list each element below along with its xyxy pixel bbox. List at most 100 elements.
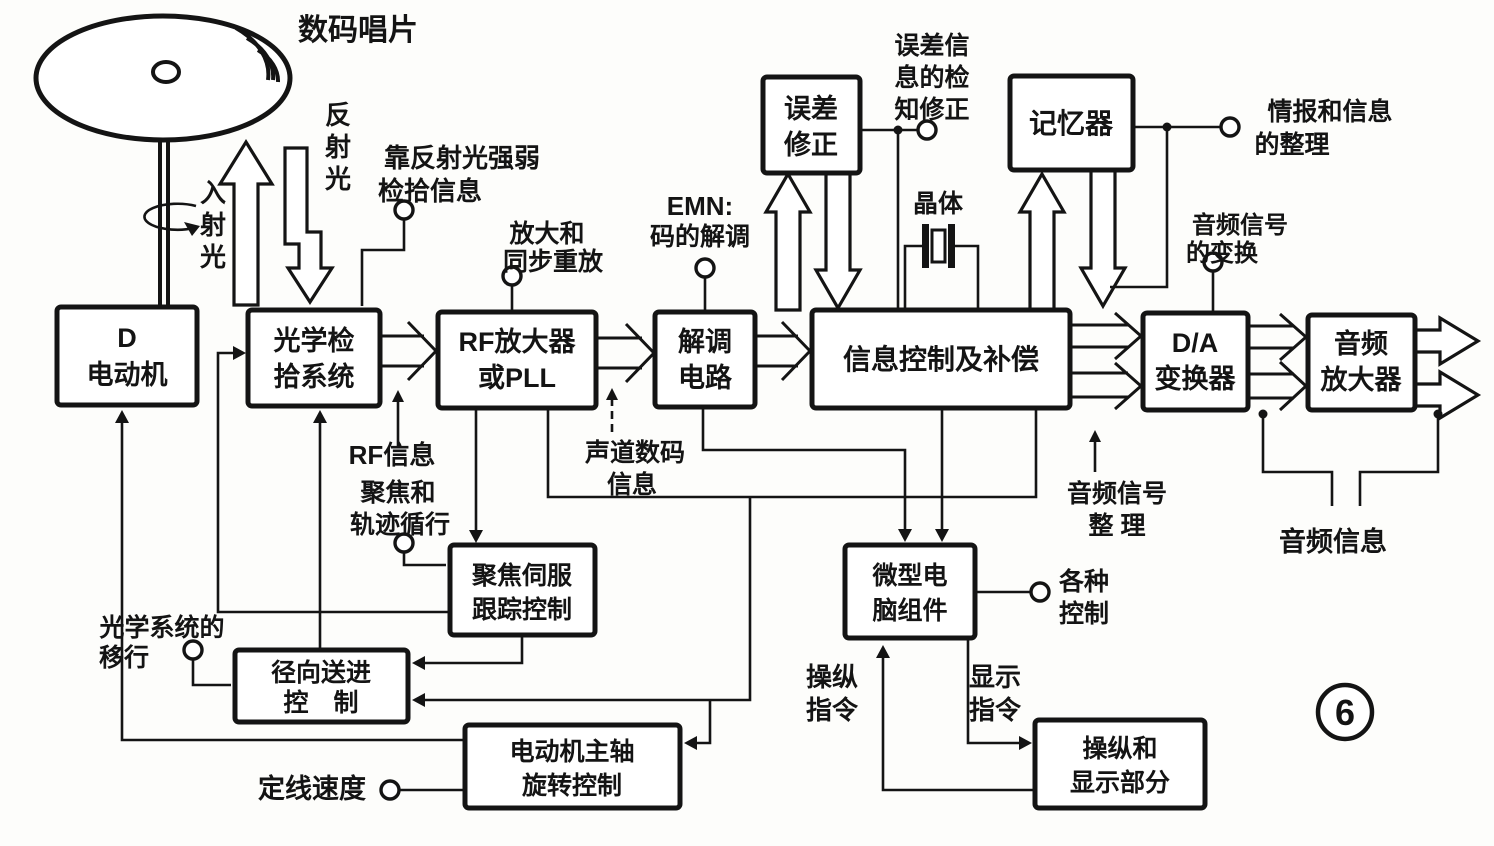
error-info-label: 息的检 (894, 63, 969, 92)
node-info-control: 信息控制及补偿 (809, 307, 1073, 411)
node-label: 记忆器 (1029, 108, 1114, 139)
audio-output-arrow-upper (1413, 315, 1482, 367)
error-down-arrow (813, 171, 863, 312)
node-demodulator: 解调 电路 (652, 309, 758, 410)
node-spindle-control: 电动机主轴 旋转控制 (462, 722, 683, 811)
node-error-correction: 误差 修正 (760, 74, 863, 176)
various-control-label: 各种 (1058, 567, 1109, 596)
clv-label: 定线速度 (258, 773, 366, 804)
error-info-label: 知修正 (894, 95, 969, 124)
demod-to-main-arrow (756, 320, 813, 382)
terminal-clv (379, 779, 401, 801)
spindle-shaft (158, 138, 170, 307)
node-label: 径向送进 (271, 658, 371, 687)
node-label: 聚焦伺服 (471, 561, 573, 590)
terminal-memory-info (1219, 116, 1241, 138)
servo-and-feedback-wires (120, 125, 1440, 792)
main-to-da-arrow-upper (1070, 311, 1144, 361)
terminal-pickup-info (393, 199, 415, 221)
pickup-to-rf-arrow (380, 320, 439, 382)
crystal-symbol (922, 224, 955, 268)
junction-dot (1433, 409, 1443, 419)
node-label: D/A (1172, 328, 1219, 358)
rotation-arrowhead (184, 222, 200, 236)
node-label: RF放大器 (459, 326, 577, 357)
node-label: 微型电 (871, 562, 947, 590)
error-up-arrow (763, 170, 813, 312)
terminal-focus-track (393, 532, 415, 554)
node-label: 控 制 (283, 689, 358, 717)
digital-disc (33, 13, 293, 307)
node-label: 电动机 (87, 360, 168, 390)
channel-data-label: 信息 (607, 470, 657, 499)
reflected-light-label: 反 (325, 100, 351, 130)
audio-sort-label: 整 理 (1089, 512, 1146, 540)
display-cmd-label: 显示 (969, 662, 1021, 692)
junction-dot (1258, 409, 1268, 419)
node-label: 电动机主轴 (509, 737, 634, 766)
reflected-light-label: 射 (324, 132, 351, 162)
node-label: 或PLL (478, 363, 556, 393)
disc-label: 数码唱片 (298, 14, 418, 47)
da-to-amp-arrow-lower (1248, 360, 1309, 412)
memory-info-label: 情报和信息 (1267, 97, 1392, 126)
terminal-error-info (916, 119, 938, 141)
focus-track-label: 轨迹循行 (350, 510, 450, 539)
node-label: 修正 (783, 130, 838, 160)
focus-track-label: 聚焦和 (359, 478, 435, 507)
node-label: 变换器 (1155, 363, 1237, 394)
node-label: 脑组件 (872, 596, 947, 625)
figure-number-text: 6 (1335, 692, 1355, 733)
node-label: 解调 (678, 327, 732, 357)
optical-move-label: 光学系统的 (98, 613, 224, 642)
node-label: 显示部分 (1070, 768, 1170, 797)
node-label: 放大器 (1320, 364, 1403, 395)
node-label: 信息控制及补偿 (843, 343, 1039, 375)
node-optical-pickup: 光学检 拾系统 (245, 307, 383, 409)
operate-cmd-label: 指令 (806, 695, 859, 725)
pickup-info-label: 靠反射光强弱 (384, 143, 540, 173)
node-focus-servo: 聚焦伺服 跟踪控制 (447, 542, 598, 638)
figure-number: 6 (1315, 682, 1375, 742)
node-memory: 记忆器 (1007, 73, 1136, 173)
audio-conv-label: 的变换 (1186, 239, 1259, 267)
terminal-audio-conv (1202, 251, 1224, 273)
various-control-label: 控制 (1059, 600, 1109, 628)
incident-light-label: 射 (199, 210, 226, 240)
da-to-amp-arrow-upper (1248, 312, 1309, 362)
node-audio-amplifier: 音频 放大器 (1305, 312, 1418, 413)
audio-conv-label: 音频信号 (1192, 211, 1288, 239)
junction-dot (893, 125, 903, 135)
audio-sort-label: 音频信号 (1067, 479, 1167, 508)
audio-info-label: 音频信息 (1279, 526, 1387, 557)
optical-move-label: 移行 (99, 644, 149, 672)
main-to-da-arrow-lower (1070, 361, 1144, 411)
node-radial-feed: 径向送进 控 制 (232, 647, 411, 725)
node-label: 误差 (784, 93, 838, 124)
memory-down-arrow (1078, 168, 1128, 310)
reflected-light-label: 光 (324, 164, 351, 194)
incident-light-label: 光 (199, 242, 226, 272)
incident-light-label: 入 (200, 178, 226, 208)
terminal-circles (182, 116, 1443, 801)
node-label: 跟踪控制 (472, 595, 572, 624)
node-microcomputer: 微型电 脑组件 (842, 542, 978, 641)
disc-grooves (235, 26, 281, 83)
node-label: D (117, 323, 137, 353)
node-label: 拾系统 (274, 361, 355, 392)
memory-info-label: 的整理 (1254, 130, 1329, 159)
channel-data-label: 声道数码 (585, 438, 685, 467)
node-rf-amplifier: RF放大器 或PLL (435, 309, 599, 411)
error-info-label: 误差信 (894, 31, 969, 60)
emn-label: 码的解调 (650, 222, 750, 251)
node-da-converter: D/A 变换器 (1140, 310, 1251, 413)
amp-sync-label: 同步重放 (503, 247, 604, 276)
node-label: 电路 (678, 362, 733, 393)
memory-up-arrow (1017, 170, 1067, 312)
node-label: 操纵和 (1082, 735, 1157, 763)
reflected-light-arrow (283, 146, 335, 305)
pickup-info-label: 检拾信息 (378, 176, 482, 206)
node-control-display-panel: 操纵和 显示部分 (1032, 717, 1208, 811)
